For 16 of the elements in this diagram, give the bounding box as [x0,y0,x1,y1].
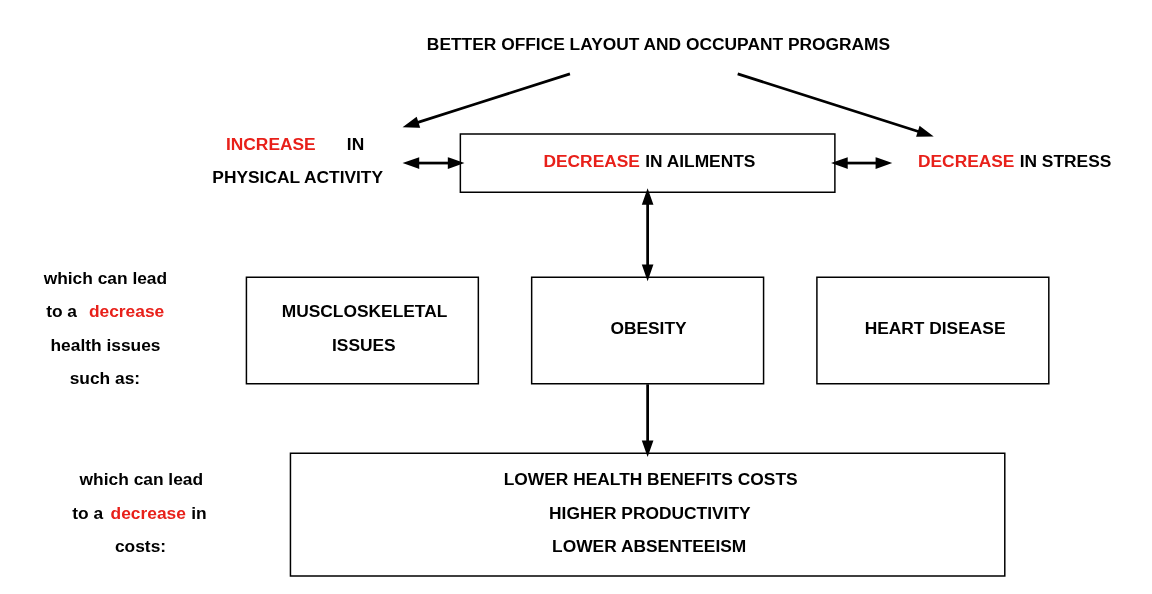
label: which can lead to a decrease health issues such as: [43,267,168,389]
arrow [641,384,654,458]
arrow [641,188,654,282]
node-text: DECREASE IN STRESS [917,151,1112,172]
node-box: HEART DISEASE [816,276,1050,385]
arrow [402,157,465,169]
node-box: LOWER HEALTH BENEFITS COSTS HIGHER PRODUCTIVITY LOWER ABSENTEEISM [289,452,1006,577]
node-box: DECREASE IN AILMENTS [459,133,836,193]
arrow [402,72,571,128]
arrow [831,157,893,169]
node-text: INCREASE IN PHYSICAL ACTIVITY [212,133,384,188]
node-box: OBESITY [530,276,765,385]
node-text: BETTER OFFICE LAYOUT AND OCCUPANT PROGRAMS [426,33,891,54]
arrow [737,72,934,137]
node-box: MUSCLOSKELETAL ISSUES [245,276,480,385]
label: which can lead to a decrease in costs: [72,469,207,557]
